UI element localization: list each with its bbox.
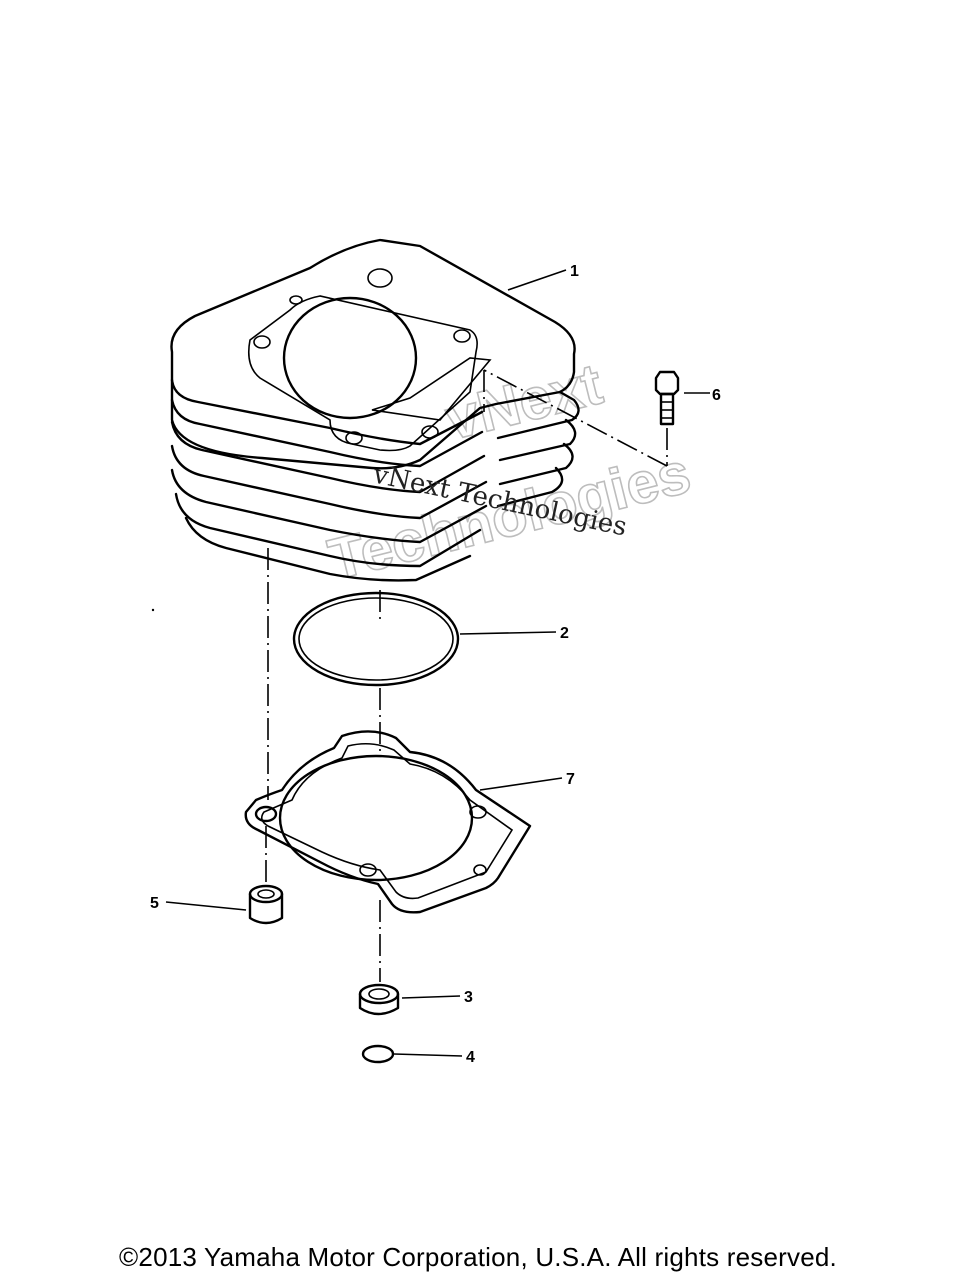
- copyright-notice: ©2013 Yamaha Motor Corporation, U.S.A. A…: [119, 1242, 837, 1272]
- dowel-pin-part-3: [358, 983, 461, 1016]
- cylinder-part-1: [170, 238, 580, 582]
- callout-3: 3: [464, 989, 473, 1006]
- bolt-part-6: [483, 369, 710, 467]
- small-o-ring-part-4: [361, 1044, 463, 1064]
- callout-2: 2: [560, 625, 569, 642]
- o-ring-part-2: [292, 591, 557, 687]
- watermark-outline-line1: vNext: [439, 351, 608, 452]
- base-gasket-part-7: [244, 730, 563, 914]
- callout-7: 7: [566, 771, 575, 788]
- alignment-lines: [265, 548, 381, 982]
- callout-6: 6: [712, 387, 721, 404]
- dowel-pin-part-5: [165, 884, 284, 925]
- callout-1: 1: [570, 263, 579, 280]
- callout-4: 4: [466, 1049, 475, 1066]
- callout-5: 5: [150, 895, 159, 912]
